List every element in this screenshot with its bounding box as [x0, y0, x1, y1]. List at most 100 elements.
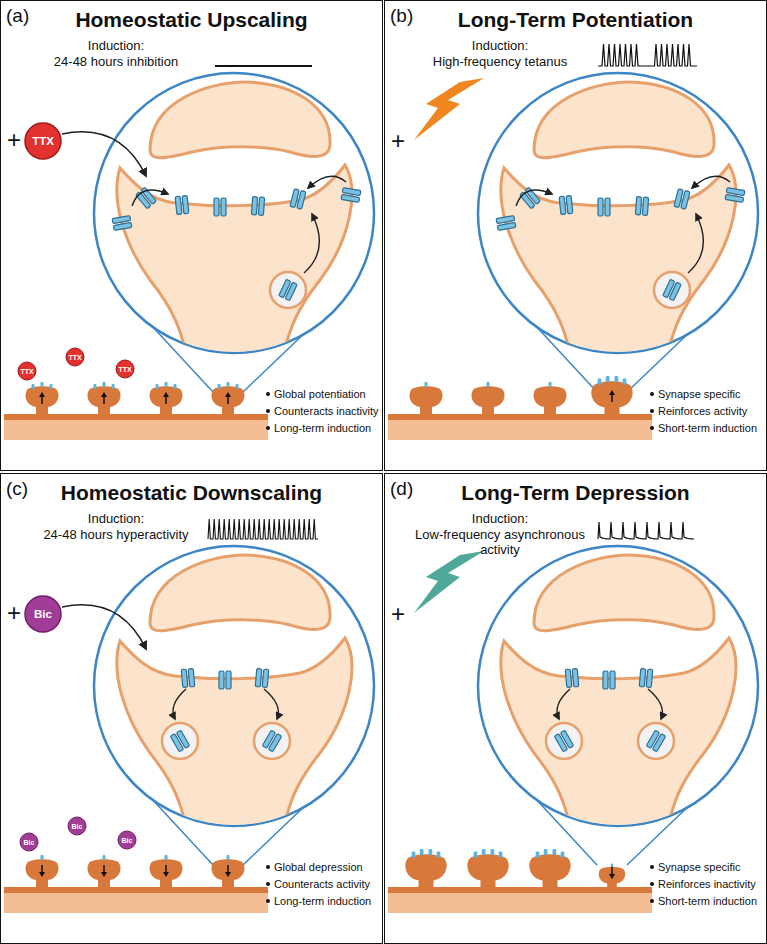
- drug-circle-outline: [20, 833, 38, 851]
- figure-panel: (c)Homeostatic DownscalingInduction:24-4…: [0, 473, 383, 944]
- bullet-item: Synapse specific: [649, 387, 741, 401]
- receptor-insertion: [112, 176, 361, 308]
- spine: [599, 863, 625, 890]
- induction-heading: Induction:: [31, 38, 201, 53]
- figure-panel: (d)Long-Term DepressionInduction:Low-fre…: [384, 473, 767, 944]
- bullet-item: Reinforces activity: [649, 404, 747, 418]
- ltp-art: [388, 44, 758, 440]
- low-frequency-trace: [598, 522, 694, 539]
- spine: [471, 382, 504, 416]
- plus-sign: +: [7, 128, 21, 152]
- spine: [533, 382, 566, 416]
- spine: [409, 382, 442, 416]
- induction-heading: Induction:: [415, 38, 585, 53]
- spine: [405, 849, 446, 892]
- panel-letter: (a): [6, 5, 29, 27]
- dendrite: [388, 414, 652, 440]
- tetanus-trace: [598, 44, 697, 66]
- dendrite: [4, 414, 268, 440]
- panel-title: Homeostatic Upscaling: [1, 8, 382, 32]
- bullet-dot: [266, 882, 270, 886]
- drug-circle: Bic: [24, 595, 62, 633]
- drug-circle: TTX: [17, 361, 37, 381]
- bullet-item: Reinforces inactivity: [649, 877, 756, 891]
- bullet-item: Global potentiation: [265, 387, 366, 401]
- bullet-dot: [650, 409, 654, 413]
- panel-title: Long-Term Potentiation: [385, 8, 766, 32]
- bullet-dot: [266, 426, 270, 430]
- bullet-dot: [650, 426, 654, 430]
- panel-letter: (d): [390, 478, 413, 500]
- induction-heading: Induction:: [31, 511, 201, 526]
- downscaling-art: [4, 519, 374, 913]
- drug-circle: Bic: [19, 832, 39, 852]
- spine: [211, 382, 244, 416]
- bullet-dot: [266, 865, 270, 869]
- induction-protocol: 24-48 hours hyperactivity: [31, 527, 201, 542]
- bullet-item: Long-term induction: [265, 894, 371, 908]
- drug-label: TTX: [17, 361, 37, 381]
- drug-arrow: [62, 132, 146, 176]
- drug-circle-outline: [116, 360, 134, 378]
- figure-panel: (a)Homeostatic UpscalingInduction:24-48 …: [0, 0, 383, 471]
- receptor-removal: [162, 669, 290, 759]
- synapse-zoom: [94, 73, 374, 392]
- bullet-dot: [266, 899, 270, 903]
- panel-title: Homeostatic Downscaling: [1, 481, 382, 505]
- bullet-dot: [650, 392, 654, 396]
- spine: [529, 849, 570, 892]
- bullet-item: Long-term induction: [265, 421, 371, 435]
- spine: [211, 855, 244, 889]
- induction-protocol: 24-48 hours inhibition: [31, 54, 201, 69]
- induction-protocol: High-frequency tetanus: [415, 54, 585, 69]
- receptor-removal: [546, 669, 674, 759]
- synapse-zoom: [94, 546, 374, 865]
- spine: [149, 382, 182, 416]
- plus-sign: +: [391, 129, 405, 153]
- drug-circle: Bic: [67, 816, 87, 836]
- dendrite: [388, 887, 652, 913]
- drug-label: Bic: [67, 816, 87, 836]
- induction-protocol: Low-frequency asynchronous activity: [415, 527, 585, 557]
- inhibition-trace: [215, 65, 312, 67]
- receptor-insertion: [496, 176, 745, 308]
- spine: [25, 382, 58, 416]
- dendrite: [4, 887, 268, 913]
- spine: [467, 849, 508, 892]
- drug-label: Bic: [117, 830, 137, 850]
- stimulus-bolt: [414, 78, 484, 140]
- drug-arrow: [62, 605, 146, 649]
- drug-circle: TTX: [65, 347, 85, 367]
- drug-label: Bic: [24, 595, 62, 633]
- bullet-item: Counteracts inactivity: [265, 404, 379, 418]
- bullet-item: Short-term induction: [649, 421, 757, 435]
- upscaling-art: [4, 66, 374, 440]
- induction-heading: Induction:: [415, 511, 585, 526]
- drug-circle-outline: [68, 817, 86, 835]
- bullet-dot: [266, 409, 270, 413]
- drug-circle-outline: [25, 596, 61, 632]
- drug-circle-outline: [25, 123, 61, 159]
- synapse-zoom: [478, 73, 758, 392]
- drug-label: TTX: [24, 122, 62, 160]
- stimulus-bolt: [414, 551, 484, 613]
- spine: [87, 855, 120, 889]
- drug-circle-outline: [118, 831, 136, 849]
- drug-label: TTX: [115, 359, 135, 379]
- drug-circle-outline: [18, 362, 36, 380]
- bullet-item: Global depression: [265, 860, 363, 874]
- panel-title: Long-Term Depression: [385, 481, 766, 505]
- spine: [25, 855, 58, 889]
- ltd-art: [388, 522, 758, 913]
- figure-panel: (b)Long-Term PotentiationInduction:High-…: [384, 0, 767, 471]
- plus-sign: +: [7, 601, 21, 625]
- bullet-item: Counteracts activity: [265, 877, 370, 891]
- drug-circle: TTX: [24, 122, 62, 160]
- drug-circle-outline: [66, 348, 84, 366]
- spine: [149, 855, 182, 889]
- hyperactivity-trace: [208, 519, 318, 539]
- spine: [87, 382, 120, 416]
- drug-label: TTX: [65, 347, 85, 367]
